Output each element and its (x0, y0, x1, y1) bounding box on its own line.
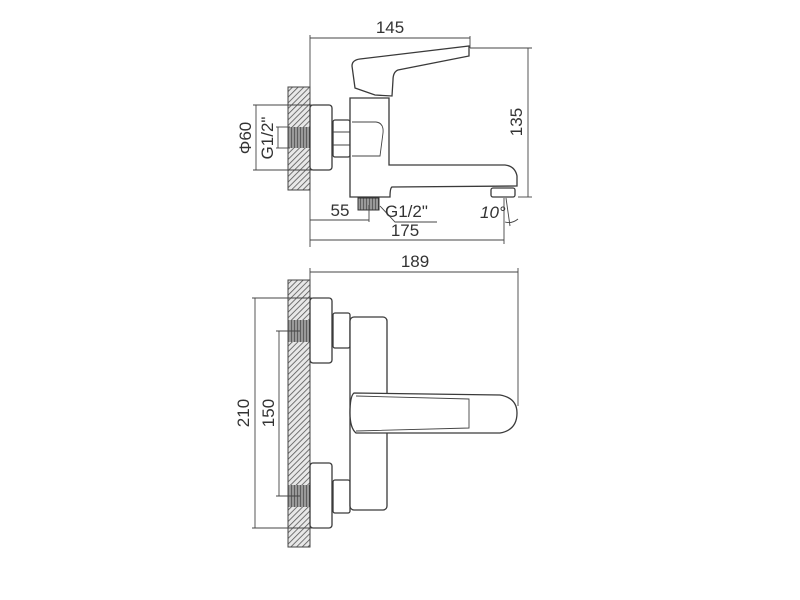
dim-175: 175 (391, 221, 419, 240)
dim-outlet-thread: G1/2" (385, 202, 428, 221)
dim-55: 55 (331, 201, 350, 220)
dim-135: 135 (507, 108, 526, 136)
dim-145: 145 (376, 18, 404, 37)
dim-150: 150 (259, 399, 278, 427)
flange-top (309, 297, 333, 364)
dim-angle: 10° (480, 203, 506, 222)
wall-thread (288, 127, 310, 148)
nut (332, 119, 351, 158)
handle (351, 45, 470, 97)
flange (309, 104, 333, 171)
dim-210: 210 (234, 399, 253, 427)
top-view: 189 210 150 (234, 252, 519, 548)
faucet-body (349, 97, 518, 198)
flange-bottom (309, 462, 333, 529)
outlet-thread (357, 197, 380, 211)
dim-wall-thread: G1/2" (258, 117, 277, 160)
handle (349, 392, 518, 434)
side-view: 145 135 Φ60 G1/2" 55 G1/2" 175 10° (236, 18, 532, 247)
nut-bottom (332, 479, 351, 514)
aerator (490, 187, 516, 198)
nut-top (332, 312, 351, 349)
dim-phi60: Φ60 (236, 122, 255, 154)
dim-189: 189 (401, 252, 429, 271)
wall-section (287, 279, 311, 548)
